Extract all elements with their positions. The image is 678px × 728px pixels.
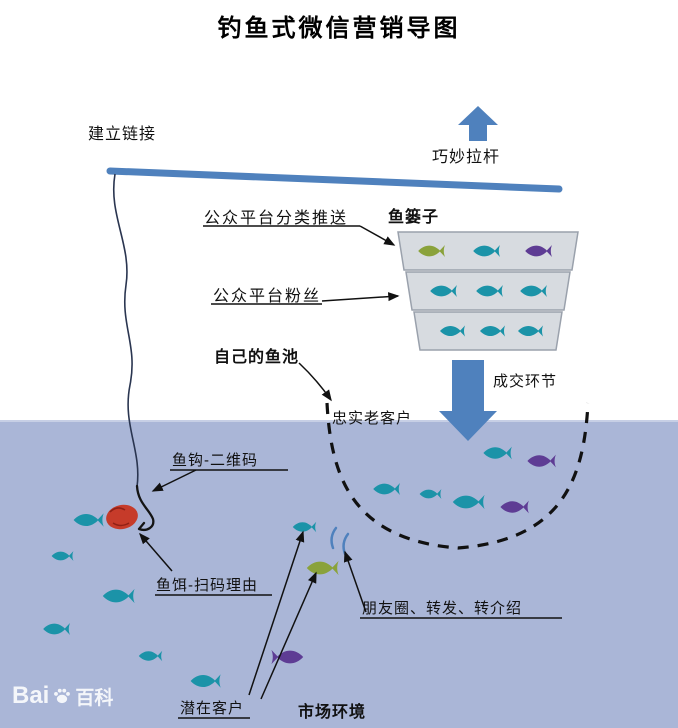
fish-icon bbox=[138, 650, 163, 662]
annotation-lines bbox=[139, 225, 562, 719]
fish-icon bbox=[102, 588, 135, 604]
watermark-bai-text: Bai bbox=[12, 682, 50, 709]
label-pull-rod: 巧妙拉杆 bbox=[432, 149, 501, 166]
market-fish bbox=[43, 513, 339, 688]
label-fish-basket: 鱼篓子 bbox=[388, 209, 440, 226]
label-platform-push: 公众平台分类推送 bbox=[204, 210, 349, 227]
fish-icon bbox=[73, 513, 104, 527]
fish-icon bbox=[306, 560, 339, 576]
pointer-moments-share bbox=[343, 550, 367, 613]
fish-icon bbox=[271, 649, 304, 665]
own-pond-dashed-outline bbox=[325, 402, 590, 550]
pointer-hook-qr bbox=[151, 469, 197, 492]
pointer-platform-fans bbox=[321, 292, 400, 302]
baidu-baike-watermark: Bai 百科 bbox=[12, 682, 113, 710]
fish-icon bbox=[527, 454, 556, 468]
label-hook-qr: 鱼钩-二维码 bbox=[172, 452, 258, 469]
fish-icon bbox=[483, 446, 512, 460]
fishing-line bbox=[113, 173, 139, 488]
label-market-env: 市场环境 bbox=[298, 704, 367, 721]
pointer-potential-1 bbox=[248, 530, 305, 696]
page-title: 钓鱼式微信营销导图 bbox=[217, 15, 461, 42]
fish-icon bbox=[373, 483, 400, 495]
down-arrow bbox=[439, 360, 497, 441]
motion-marks bbox=[330, 526, 350, 556]
bait-texture bbox=[109, 507, 130, 527]
label-loyal-customers: 忠实老客户 bbox=[332, 410, 413, 427]
label-platform-fans: 公众平台粉丝 bbox=[213, 288, 322, 305]
pointer-potential-2 bbox=[260, 571, 317, 700]
fish-icon bbox=[419, 489, 442, 499]
fishing-rod bbox=[106, 167, 563, 193]
pointer-own-pond bbox=[298, 362, 332, 402]
fish-icon bbox=[190, 674, 221, 688]
fish-icon bbox=[452, 494, 485, 510]
label-potential-customers: 潜在客户 bbox=[180, 700, 245, 717]
label-establish-link: 建立链接 bbox=[88, 126, 157, 143]
baidu-paw-icon bbox=[52, 686, 72, 706]
up-arrow bbox=[458, 106, 498, 141]
pond-fish bbox=[373, 446, 556, 514]
label-deal-stage: 成交环节 bbox=[493, 373, 558, 390]
fish-hook bbox=[135, 484, 155, 531]
label-own-pond: 自己的鱼池 bbox=[214, 349, 300, 366]
fish-icon bbox=[51, 551, 74, 561]
pointer-platform-push bbox=[359, 225, 396, 246]
watermark-baike-text: 百科 bbox=[75, 687, 114, 709]
pointer-bait-reason bbox=[139, 532, 173, 572]
label-moments-share: 朋友圈、转发、转介绍 bbox=[362, 600, 523, 617]
label-bait-reason: 鱼饵-扫码理由 bbox=[156, 577, 258, 594]
bait-blob bbox=[106, 504, 138, 530]
fish-icon bbox=[500, 500, 529, 514]
bait bbox=[106, 504, 138, 530]
fish-icon bbox=[43, 623, 70, 635]
fish-icon bbox=[292, 521, 317, 533]
